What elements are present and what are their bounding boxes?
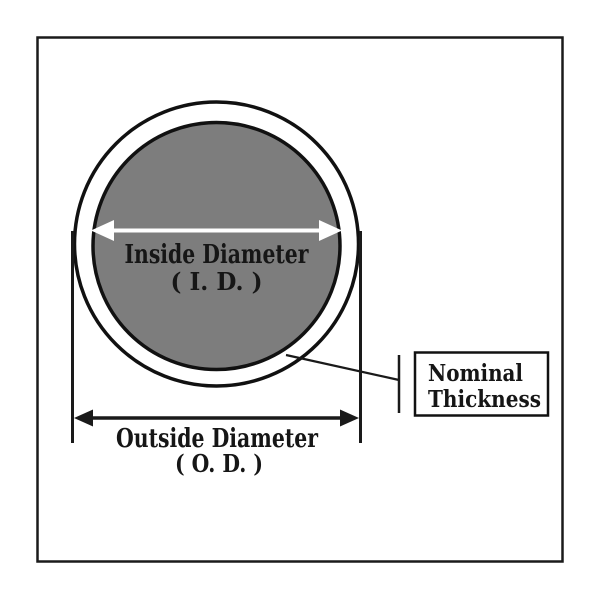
inside-diameter-label: Inside Diameter [125, 240, 309, 270]
inside-diameter-arrow [91, 220, 342, 241]
outer-frame [36, 36, 564, 563]
nominal-thickness-box [413, 351, 550, 417]
inside-diameter-arrowhead-right [319, 220, 342, 241]
outside-diameter-label: Outside Diameter [116, 424, 318, 454]
outside-diameter-abbr-label: ( O. D. ) [175, 449, 263, 478]
outside-diameter-arrowhead-right [340, 409, 359, 427]
thickness-leader-line [285, 353, 400, 382]
outside-diameter-arrow [74, 409, 359, 427]
pipe-bore-circle [91, 120, 342, 372]
outside-diameter-arrowhead-left [74, 409, 93, 427]
nominal-thickness-label-line1: Nominal [428, 360, 523, 387]
inside-diameter-arrowhead-left [91, 220, 114, 241]
inside-diameter-abbr-label: ( I. D. ) [171, 267, 263, 296]
nominal-thickness-label-line2: Thickness [428, 386, 541, 413]
